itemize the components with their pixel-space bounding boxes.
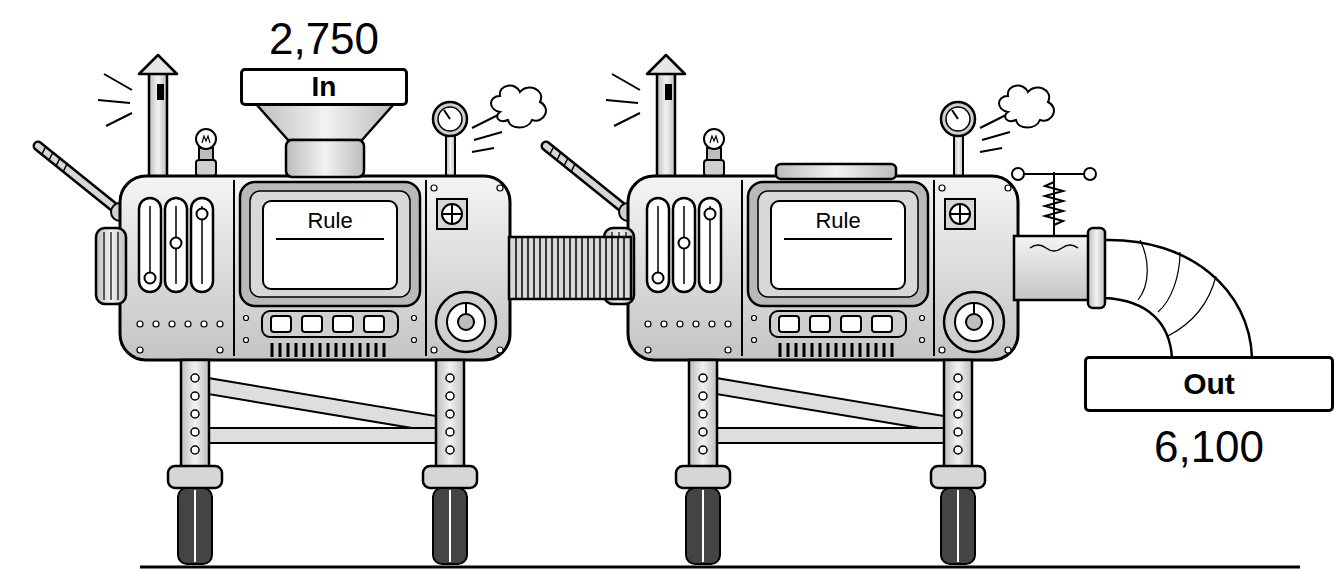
output-box: Out6,100 (1084, 356, 1334, 412)
screen-line (276, 238, 384, 240)
ribbed-coupling (509, 237, 631, 299)
input-box: 2,750In (240, 68, 408, 106)
rule-label: Rule (772, 208, 904, 234)
rule-label: Rule (264, 208, 396, 234)
rule-screen: Rule (770, 200, 906, 290)
output-pipe (1012, 168, 1252, 358)
input-hopper (256, 104, 394, 177)
screen-line (784, 238, 892, 240)
box-label: In (312, 71, 337, 103)
second-machine (546, 55, 1054, 564)
input-number: 2,750 (269, 15, 379, 63)
machine-lid (776, 164, 896, 179)
first-machine (38, 55, 546, 564)
ground-line (140, 566, 1300, 569)
box-label: Out (1183, 367, 1235, 401)
output-number: 6,100 (1154, 423, 1264, 471)
rule-screen: Rule (262, 200, 398, 290)
